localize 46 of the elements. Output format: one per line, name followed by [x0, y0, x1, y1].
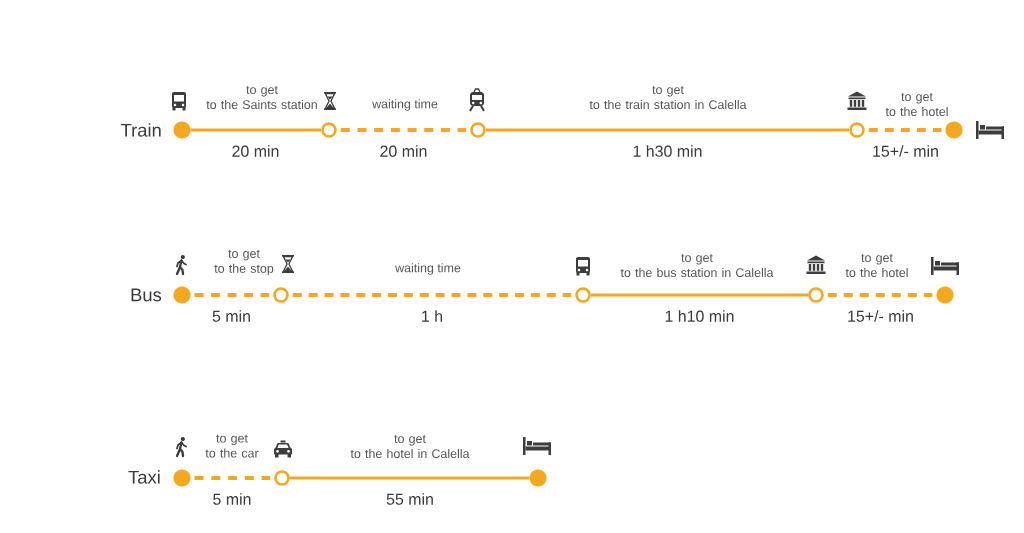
ring-marker	[321, 122, 337, 138]
duration-label: 20 min	[380, 145, 427, 157]
route-line	[827, 293, 933, 297]
duration-label: 1 h	[422, 310, 443, 322]
duration-label: 1 h10 min	[665, 310, 734, 322]
route-line	[340, 128, 467, 132]
ring-marker	[470, 122, 486, 138]
ring-marker	[274, 470, 290, 486]
step-label: waiting time	[395, 263, 461, 275]
dot-marker	[936, 286, 954, 304]
duration-label: 15+/- min	[848, 310, 913, 322]
step-label: to get to the car	[205, 434, 259, 458]
route-line	[485, 128, 850, 132]
step-label: to get to the hotel	[885, 92, 948, 117]
dot-marker	[529, 469, 547, 487]
dot-marker	[945, 121, 963, 139]
route-line	[590, 293, 809, 297]
duration-label: 5 min	[212, 310, 250, 322]
step-label: to get to the hotel in Calella	[350, 434, 470, 459]
step-label: to get to the hotel	[845, 253, 908, 278]
route-line	[292, 293, 572, 297]
duration-label: 15+/- min	[873, 145, 938, 157]
ring-marker	[273, 287, 289, 303]
route-line	[289, 476, 530, 480]
row-label: Taxi	[128, 470, 160, 484]
step-label: waiting time	[372, 99, 438, 111]
route-line	[190, 128, 322, 132]
route-line	[868, 128, 942, 132]
route-line	[194, 476, 271, 480]
step-label: to get to the Saints station	[206, 85, 317, 110]
row-label: Bus	[131, 288, 162, 302]
ring-marker	[808, 287, 824, 303]
ring-marker	[849, 122, 865, 138]
dot-marker	[173, 121, 191, 139]
duration-label: 1 h30 min	[633, 145, 702, 157]
dot-marker	[173, 469, 191, 487]
step-label: to get to the stop	[214, 249, 274, 276]
duration-label: 55 min	[386, 493, 433, 505]
duration-label: 5 min	[213, 493, 251, 505]
row-label: Train	[120, 123, 161, 137]
step-label: to get to the train station in Calella	[589, 85, 747, 110]
route-line	[194, 293, 270, 297]
step-label: to get to the bus station in Calella	[620, 253, 774, 278]
dot-marker	[173, 286, 191, 304]
duration-label: 20 min	[232, 145, 279, 157]
ring-marker	[575, 287, 591, 303]
